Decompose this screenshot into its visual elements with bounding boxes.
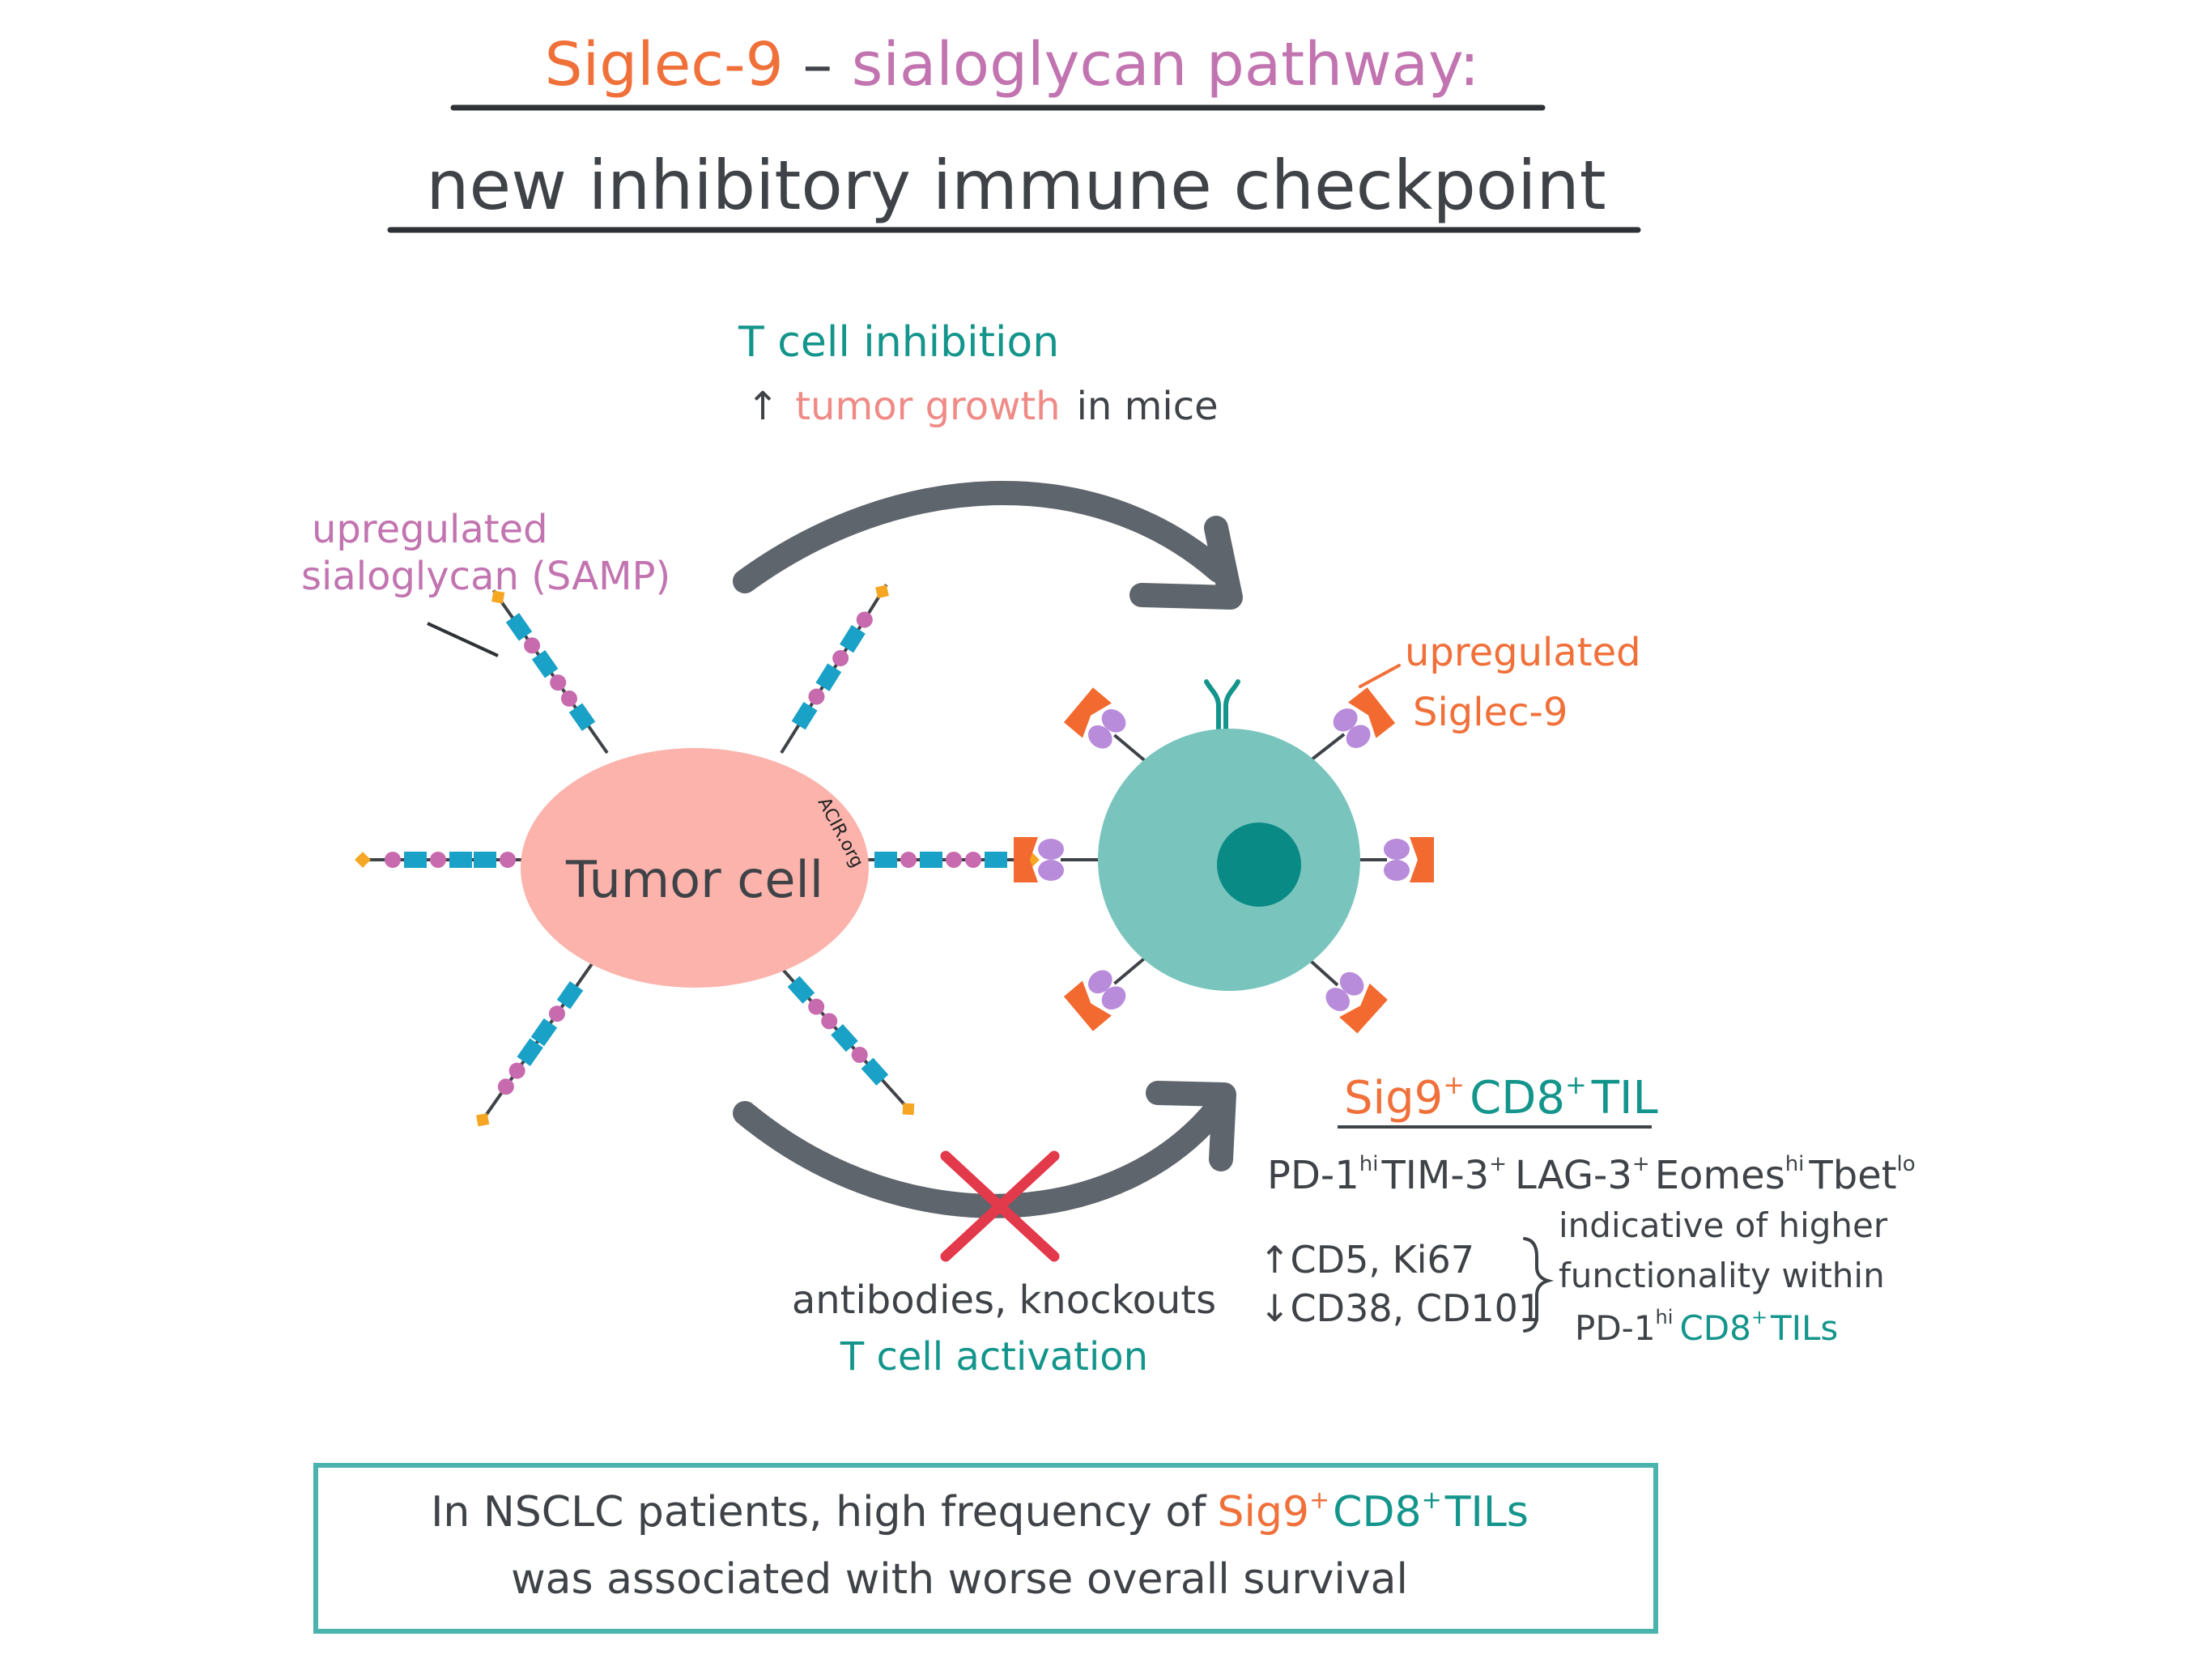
sialoglycan-chain-left xyxy=(355,852,522,868)
inhibition-arrow xyxy=(733,480,1243,610)
marker-brace xyxy=(1523,1237,1555,1333)
activation-arrow-head xyxy=(1146,1081,1236,1171)
siglec9-receptor-upper-right xyxy=(1298,687,1396,771)
inhibition-effects: T cell inhibition ↑ tumor growth in mice xyxy=(738,318,1219,429)
t-cell-nucleus xyxy=(1217,823,1301,907)
summary-box-border xyxy=(313,1463,1658,1634)
siglec9-receptor-lower-left xyxy=(1063,946,1159,1031)
sialoglycan-chain-lower-right xyxy=(776,962,915,1116)
title-dash: – xyxy=(784,30,852,100)
sialoglycan-chain-upper-left xyxy=(491,589,609,755)
marker-tim3: TIM-3 xyxy=(1380,1153,1489,1198)
sialoglycan-label: upregulated sialoglycan (SAMP) xyxy=(301,507,670,657)
activation-arrow xyxy=(733,1081,1236,1262)
blockade-text: antibodies, knockouts xyxy=(792,1278,1216,1323)
marker-pd1: PD-1 xyxy=(1267,1153,1359,1198)
indicative-line1: indicative of higher xyxy=(1559,1205,1888,1245)
indicative-pd1: PD-1 xyxy=(1575,1308,1656,1348)
siglec9-receptor-lower-right xyxy=(1294,946,1388,1034)
summary-sig9: Sig9 xyxy=(1217,1488,1309,1537)
siglec9-receptor-bound xyxy=(1014,837,1117,882)
marker-eomes: Eomes xyxy=(1655,1153,1785,1198)
t-cell-activation-text: T cell activation xyxy=(840,1334,1148,1380)
summary-cd8: CD8 xyxy=(1333,1488,1421,1537)
down-markers-text: ↓CD38, CD101 xyxy=(1259,1286,1542,1330)
tumor-cell-label: Tumor cell xyxy=(565,850,823,909)
marker-lag3: LAG-3 xyxy=(1515,1153,1632,1198)
title: Siglec-9 – sialoglycan pathway: new inhi… xyxy=(387,30,1641,233)
title-siglec9: Siglec-9 xyxy=(545,30,784,100)
indicative-line2: functionality within xyxy=(1559,1256,1885,1295)
up-markers-text: ↑CD5, Ki67 xyxy=(1259,1238,1474,1282)
indicative-tils: TILs xyxy=(1770,1308,1838,1348)
til-heading-sig9: Sig9 xyxy=(1344,1072,1443,1124)
title-checkpoint: new inhibitory immune checkpoint xyxy=(426,146,1606,225)
marker-pd1-sup: hi xyxy=(1359,1152,1379,1176)
title-sialoglycan-pathway: sialoglycan pathway: xyxy=(852,30,1480,100)
siglec9-label-line2: Siglec-9 xyxy=(1413,690,1568,735)
sialoglycan-pointer xyxy=(427,622,499,657)
marker-eomes-sup: hi xyxy=(1785,1152,1805,1176)
summary-sig9-sup: + xyxy=(1309,1486,1329,1515)
summary-intro: In NSCLC patients, high frequency of xyxy=(431,1488,1207,1537)
marker-lag3-sup: + xyxy=(1632,1152,1650,1176)
inhibition-arrow-curve xyxy=(733,480,1231,593)
in-mice-text: in mice xyxy=(1077,384,1219,429)
til-heading: Sig9+CD8+TIL xyxy=(1344,1069,1658,1124)
up-arrow-text: ↑ xyxy=(747,384,779,429)
siglec9-receptors xyxy=(1014,687,1434,1034)
t-cell-inhibition-text: T cell inhibition xyxy=(738,318,1059,367)
svg-text:Siglec-9 – sialoglycan pathway: Siglec-9 – sialoglycan pathway: xyxy=(545,30,1480,100)
tumor-cell: Tumor cell ACIR.org xyxy=(355,584,1040,1127)
inhibition-arrow-head xyxy=(1129,516,1243,610)
til-heading-cd8-sup: + xyxy=(1565,1069,1587,1100)
summary-cd8-sup: + xyxy=(1422,1486,1442,1515)
sialoglycan-chain-upper-right xyxy=(780,584,889,755)
siglec9-receptor-right xyxy=(1342,837,1434,882)
marker-tim3-sup: + xyxy=(1489,1152,1507,1176)
marker-tbet: Tbet xyxy=(1808,1153,1896,1198)
blocked-cross-icon xyxy=(940,1150,1060,1262)
indicative-pd1-sup: hi xyxy=(1656,1306,1674,1329)
summary-line2: was associated with worse overall surviv… xyxy=(511,1555,1408,1604)
sialoglycan-chain-lower-left xyxy=(476,958,597,1127)
tumor-cell-body xyxy=(521,748,869,988)
indicative-cd8: CD8 xyxy=(1679,1308,1750,1348)
marker-tbet-sup: lo xyxy=(1897,1152,1916,1176)
summary-tils: TILs xyxy=(1444,1488,1529,1537)
indicative-cd8-sup: + xyxy=(1751,1306,1767,1329)
sialoglycan-chain-right xyxy=(860,852,1040,868)
til-heading-cd8: CD8 xyxy=(1470,1072,1565,1124)
til-heading-sig9-sup: + xyxy=(1443,1069,1465,1100)
sialoglycan-chains xyxy=(355,584,1040,1127)
sialoglycan-label-line1: upregulated xyxy=(312,507,548,552)
siglec9-label: upregulated Siglec-9 xyxy=(1359,630,1641,735)
sialoglycan-label-line2: sialoglycan (SAMP) xyxy=(301,554,670,599)
tumor-growth-text: tumor growth xyxy=(795,384,1060,429)
til-heading-til: TIL xyxy=(1591,1072,1658,1124)
siglec9-label-line1: upregulated xyxy=(1405,630,1641,675)
t-cell xyxy=(1014,679,1434,1034)
siglec9-receptor-upper-left xyxy=(1063,687,1159,773)
siglec9-pointer xyxy=(1359,664,1401,688)
